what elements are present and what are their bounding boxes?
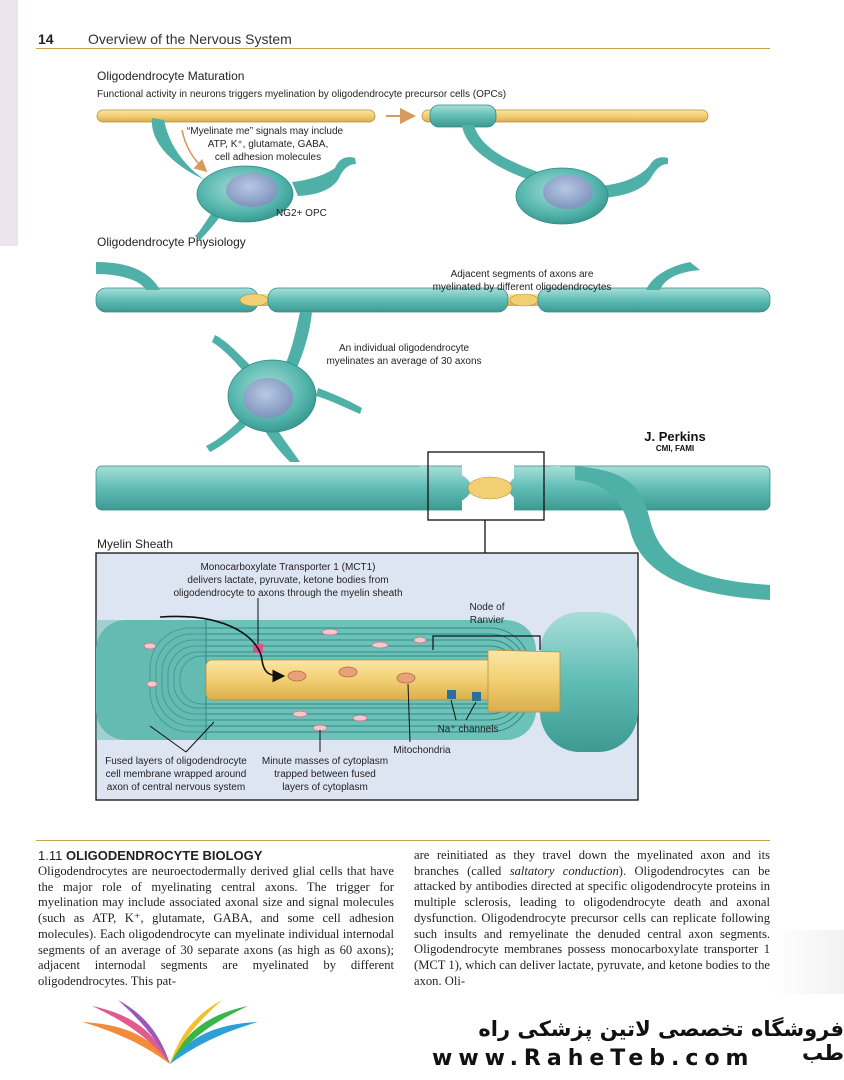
myelinated-axon-lower (95, 462, 771, 600)
page-edge-fade (770, 930, 844, 1000)
opc-label: NG2+ OPC (276, 208, 327, 219)
signal-arrow (181, 129, 208, 173)
artist-signature: J. Perkins (644, 429, 705, 444)
opc-cell-left (151, 118, 356, 240)
header-rule (36, 48, 770, 49)
oligodendrocyte-cell (206, 312, 362, 462)
node-line-2: Ranvier (470, 615, 505, 626)
unmyelinated-axon (96, 109, 376, 123)
adjacent-line-2: myelinated by different oligodendrocytes (433, 282, 612, 293)
cytoplasm-line-3: layers of cytoplasm (282, 782, 368, 793)
section-number: 1.11 (38, 848, 63, 863)
new-myelin-segment (429, 104, 497, 128)
cytoplasm-line-2: trapped between fused (274, 769, 376, 780)
opc-cell-right (462, 125, 668, 225)
body-column-1: Oligodendrocytes are neuroectodermally d… (38, 864, 394, 988)
node-zoom-box (427, 451, 545, 521)
na-channels-label: Na⁺ channels (438, 724, 499, 735)
col2-italic-term: saltatory conduction (509, 863, 619, 878)
mct1-line-1: Monocarboxylate Transporter 1 (MCT1) (200, 562, 375, 573)
myelin-detail-panel (95, 552, 639, 801)
body-column-2: are reinitiated as they travel down the … (414, 848, 770, 989)
maturation-title: Oligodendrocyte Maturation (97, 69, 244, 83)
section-rule (36, 840, 770, 841)
physiology-title: Oligodendrocyte Physiology (97, 235, 246, 249)
watermark-banner (0, 994, 844, 1080)
signals-line-1: “Myelinate me” signals may include (187, 126, 344, 137)
col2-text-a: are reinitiated as they travel down the … (414, 848, 770, 878)
artist-credentials: CMI, FAMI (656, 444, 694, 453)
individual-line-2: myelinates an average of 30 axons (326, 356, 481, 367)
section-heading: 1.11 OLIGODENDROCYTE BIOLOGY (38, 848, 262, 863)
mct1-line-2: delivers lactate, pyruvate, ketone bodie… (187, 575, 388, 586)
adjacent-line-1: Adjacent segments of axons are (451, 269, 594, 280)
shop-name: فروشگاه تخصصی لاتین پزشکی راه طب (478, 1017, 844, 1065)
node-line-1: Node of (469, 602, 504, 613)
fused-line-3: axon of central nervous system (107, 782, 245, 793)
myelin-title: Myelin Sheath (97, 537, 173, 551)
chapter-side-tab (0, 0, 18, 246)
myelinated-axon-upper (95, 262, 771, 313)
signals-line-2: ATP, K⁺, glutamate, GABA, (208, 139, 329, 150)
signals-line-3: cell adhesion molecules (215, 152, 321, 163)
col2-text-b: ). Oligodendrocytes can be attacked by a… (414, 863, 771, 988)
oligodendrocyte-figure: Oligodendrocyte Maturation Functional ac… (95, 69, 771, 801)
page-number: 14 (38, 31, 54, 47)
cytoplasm-line-1: Minute masses of cytoplasm (262, 756, 388, 767)
maturation-subtitle: Functional activity in neurons triggers … (97, 89, 506, 100)
mct1-line-3: oligodendrocyte to axons through the mye… (173, 588, 402, 599)
book-logo-icon (82, 1000, 258, 1064)
running-head: Overview of the Nervous System (88, 31, 292, 47)
fused-line-2: cell membrane wrapped around (106, 769, 247, 780)
section-title: OLIGODENDROCYTE BIOLOGY (65, 848, 263, 863)
shop-url: www.RaheTeb.com (432, 1046, 755, 1071)
mitochondria-label: Mitochondria (393, 745, 451, 756)
fused-line-1: Fused layers of oligodendrocyte (105, 756, 247, 767)
individual-line-1: An individual oligodendrocyte (339, 343, 470, 354)
